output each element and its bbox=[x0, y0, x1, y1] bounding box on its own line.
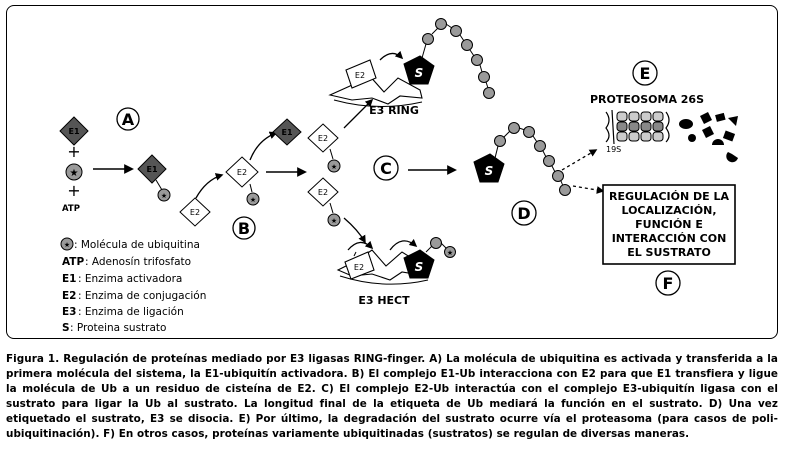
label-b: B bbox=[238, 219, 250, 238]
svg-text:E1: E1 bbox=[68, 127, 79, 136]
d-ub-chain bbox=[494, 122, 571, 196]
hect-transfer-arrow-1 bbox=[347, 240, 374, 251]
e2-in-ring: E2 bbox=[345, 59, 377, 89]
hect-ub-chain: ★ bbox=[425, 237, 456, 258]
section-f: REGULACIÓN DE LA LOCALIZACIÓN, FUNCIÓN E… bbox=[602, 184, 736, 296]
svg-text:E2: E2 bbox=[237, 168, 247, 177]
svg-text:: Proteina sustrato: : Proteina sustrato bbox=[70, 322, 166, 334]
section-d: S D bbox=[473, 122, 605, 226]
svg-text:E2: E2 bbox=[190, 208, 200, 217]
svg-text:E1: E1 bbox=[281, 128, 292, 137]
svg-text:★: ★ bbox=[70, 168, 79, 179]
svg-text:S: S bbox=[62, 322, 70, 334]
legend-atp: ATP : Adenosín trifosfato bbox=[62, 256, 191, 268]
legend-s: S : Proteina sustrato bbox=[62, 322, 166, 334]
hect-label: E3 HECT bbox=[358, 294, 410, 307]
arrow-to-hect bbox=[343, 217, 366, 244]
legend-e2: E2 : Enzima de conjugación bbox=[62, 290, 206, 302]
section-c: E2 ★ E2 ★ C bbox=[307, 98, 457, 244]
svg-text:: Enzima de conjugación: : Enzima de conjugación bbox=[78, 290, 206, 302]
dashed-arrow-to-regulation bbox=[572, 185, 605, 194]
e2-in-hect: E2 bbox=[344, 251, 375, 280]
svg-text:★: ★ bbox=[331, 217, 337, 225]
proteasome-label: PROTEOSOMA 26S bbox=[590, 93, 704, 106]
svg-text:E3: E3 bbox=[62, 306, 76, 318]
regulation-line-5: EL SUSTRATO bbox=[627, 246, 711, 259]
svg-text:E2: E2 bbox=[62, 290, 76, 302]
degraded-fragments bbox=[679, 112, 738, 163]
19s-label: 19S bbox=[606, 145, 621, 154]
e2-ub-upper: E2 ★ bbox=[307, 123, 341, 173]
e1-enzyme-a: E1 bbox=[59, 116, 89, 146]
e1-released: E1 bbox=[272, 118, 302, 146]
substrate-ring: S bbox=[403, 55, 435, 85]
label-a: A bbox=[122, 110, 135, 129]
ring-ub-chain bbox=[421, 18, 495, 99]
dashed-arrow-to-proteasome bbox=[561, 149, 598, 171]
ring-transfer-arrow bbox=[379, 50, 404, 61]
svg-text:★: ★ bbox=[447, 249, 453, 257]
arrow-e1-release bbox=[249, 131, 278, 161]
svg-text:★: ★ bbox=[331, 163, 337, 171]
label-d: D bbox=[517, 204, 530, 223]
section-e: E PROTEOSOMA 26S 19S bbox=[590, 60, 738, 163]
e3-hect-complex: E2 S ★ E3 HECT bbox=[336, 237, 456, 307]
svg-text:S: S bbox=[485, 164, 494, 178]
proteasome-26s bbox=[605, 109, 670, 145]
svg-text:E1: E1 bbox=[62, 273, 76, 285]
e1-ub-complex: E1 ★ bbox=[137, 154, 171, 202]
legend-ubiquitin: ★ : Molécula de ubiquitina bbox=[60, 237, 200, 251]
svg-text:S: S bbox=[415, 260, 424, 274]
svg-text:: Enzima de ligación: : Enzima de ligación bbox=[78, 306, 184, 318]
e2-ub-lower: E2 ★ bbox=[307, 177, 341, 227]
svg-text:: Adenosín trifosfato: : Adenosín trifosfato bbox=[85, 256, 191, 268]
legend: ★ : Molécula de ubiquitina ATP : Adenosí… bbox=[60, 237, 206, 334]
svg-text:E1: E1 bbox=[146, 165, 157, 174]
regulation-line-1: REGULACIÓN DE LA bbox=[609, 190, 730, 203]
ubiquitin-a: ★ bbox=[65, 163, 83, 181]
regulation-box bbox=[602, 184, 736, 265]
label-c: C bbox=[380, 159, 392, 178]
figure-frame bbox=[6, 5, 778, 339]
arrow-e2-bind bbox=[195, 173, 224, 199]
substrate-d: S bbox=[473, 153, 505, 183]
svg-text:S: S bbox=[415, 66, 424, 80]
ubiquitination-diagram: A E1 + ★ + ATP E1 ★ E2 E2 bbox=[59, 18, 738, 334]
svg-text:★: ★ bbox=[64, 241, 70, 249]
svg-text:: Molécula de ubiquitina: : Molécula de ubiquitina bbox=[74, 239, 200, 251]
atp-label: ATP bbox=[62, 204, 80, 214]
section-b: E1 ★ E2 E2 ★ E1 B bbox=[137, 118, 307, 240]
svg-text:E2: E2 bbox=[355, 71, 365, 80]
svg-text:ATP: ATP bbox=[62, 256, 84, 268]
plus-sign: + bbox=[67, 142, 80, 161]
e2-free-b: E2 bbox=[179, 197, 211, 227]
hect-transfer-arrow-2 bbox=[389, 238, 418, 251]
svg-text:★: ★ bbox=[161, 192, 167, 200]
e3-ring-complex: E2 S E3 RING bbox=[328, 18, 495, 117]
svg-text:E2: E2 bbox=[354, 263, 364, 272]
label-f: F bbox=[663, 274, 674, 293]
svg-text:E2: E2 bbox=[318, 134, 328, 143]
regulation-line-2: LOCALIZACIÓN, bbox=[621, 204, 716, 217]
plus-sign: + bbox=[67, 181, 80, 200]
svg-text:E2: E2 bbox=[318, 188, 328, 197]
label-e: E bbox=[640, 64, 651, 83]
regulation-line-3: FUNCIÓN E bbox=[635, 218, 703, 231]
regulation-line-4: INTERACCIÓN CON bbox=[612, 232, 727, 245]
arrow-to-ring bbox=[343, 98, 374, 129]
ring-label: E3 RING bbox=[369, 104, 419, 117]
substrate-hect: S bbox=[403, 249, 435, 279]
legend-e1: E1 : Enzima activadora bbox=[62, 273, 182, 285]
legend-e3: E3 : Enzima de ligación bbox=[62, 306, 184, 318]
e2-ub-complex-b: E2 ★ bbox=[225, 156, 260, 206]
svg-text:: Enzima activadora: : Enzima activadora bbox=[78, 273, 182, 285]
figure-caption: Figura 1. Regulación de proteínas mediad… bbox=[6, 353, 778, 440]
svg-text:★: ★ bbox=[250, 196, 256, 204]
section-a: A E1 + ★ + ATP bbox=[59, 107, 140, 214]
